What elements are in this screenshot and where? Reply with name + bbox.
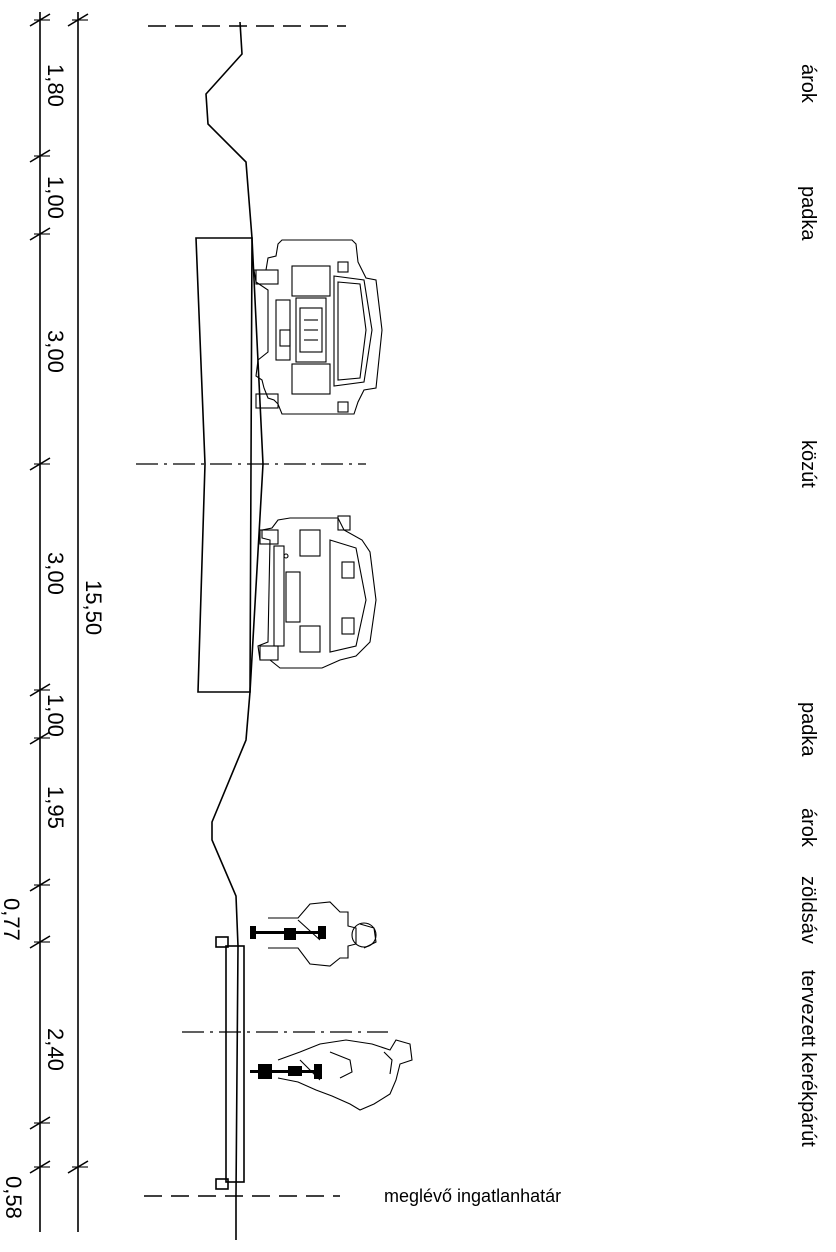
car-front-view bbox=[257, 515, 377, 669]
zone-labels: árok padka közút padka árok zöldsáv terv… bbox=[797, 64, 819, 1147]
cyclist-figure-lower bbox=[250, 1039, 413, 1111]
dimension-lines bbox=[29, 12, 89, 1232]
dim-1-00-top: 1,00 bbox=[43, 176, 68, 219]
label-property-line: meglévő ingatlanhatár bbox=[384, 1186, 561, 1206]
label-padka-top: padka bbox=[797, 186, 819, 241]
label-arok-bottom: árok bbox=[797, 808, 819, 848]
dim-3-00-top: 3,00 bbox=[43, 330, 68, 373]
label-padka-bottom: padka bbox=[797, 702, 819, 757]
dim-1-80: 1,80 bbox=[43, 64, 68, 107]
label-zoldsav: zöldsáv bbox=[797, 876, 819, 944]
cyclist-figure-upper bbox=[250, 901, 377, 967]
car-rear-view bbox=[253, 239, 383, 415]
dim-3-00-bottom: 3,00 bbox=[43, 552, 68, 595]
road-pavement bbox=[195, 237, 264, 693]
dim-0-77: 0,77 bbox=[0, 898, 24, 941]
bike-path-slab bbox=[215, 936, 245, 1190]
label-kozut: közút bbox=[797, 440, 819, 488]
label-kerekparut: tervezett kerékpárút bbox=[797, 970, 819, 1147]
dimension-texts: 1,80 1,00 3,00 3,00 1,00 1,95 0,77 2,40 … bbox=[0, 64, 106, 1219]
segment-ticks bbox=[29, 13, 51, 1174]
dim-2-40: 2,40 bbox=[43, 1028, 68, 1071]
dim-total-15-50: 15,50 bbox=[81, 580, 106, 635]
dim-1-95: 1,95 bbox=[43, 786, 68, 829]
label-arok-top: árok bbox=[797, 64, 819, 104]
dim-1-00-bottom: 1,00 bbox=[43, 694, 68, 737]
total-ticks bbox=[67, 13, 89, 1174]
dim-0-58: 0,58 bbox=[1, 1176, 26, 1219]
terrain-profile bbox=[205, 21, 253, 1240]
